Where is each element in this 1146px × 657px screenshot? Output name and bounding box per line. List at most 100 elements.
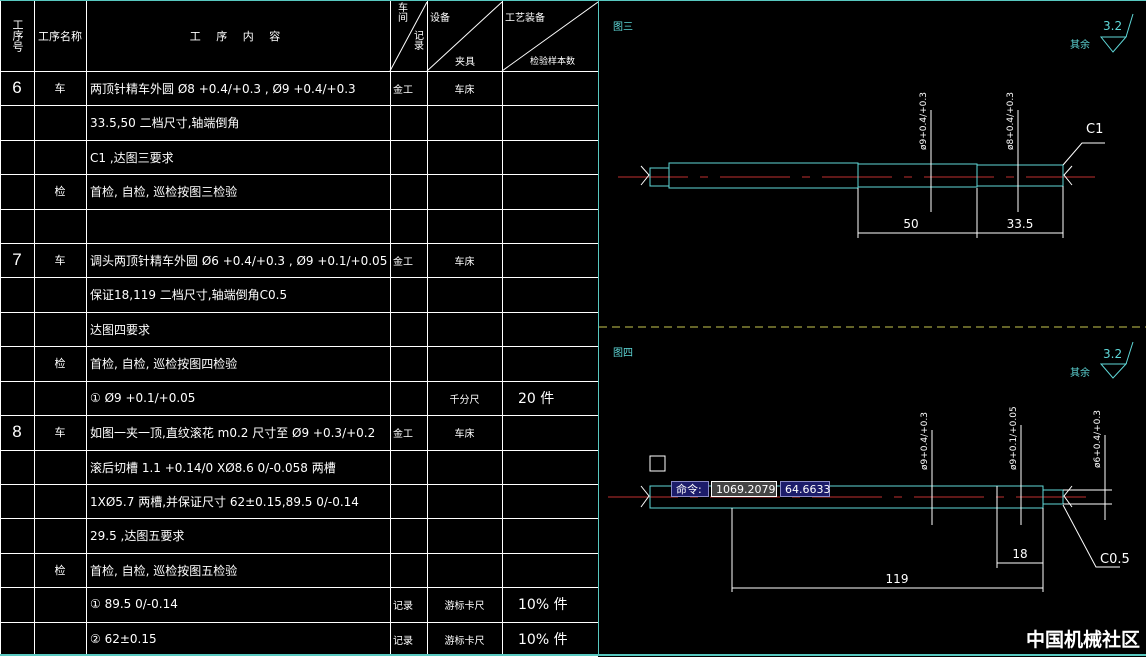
row-process-content[interactable]: 1XØ5.7 两槽,并保证尺寸 62±0.15,89.5 0/-0.14 xyxy=(90,494,359,509)
drawing-2: 图四 其余 3.2 18 119 ø9+0.4/+0.3 ø9+0.1/+0.0… xyxy=(608,341,1134,592)
row-tooling: 10% 件 xyxy=(518,597,568,613)
table-row-line xyxy=(0,518,598,519)
row-process-name: 车 xyxy=(54,82,66,95)
table-column-line xyxy=(34,0,35,656)
row-equipment: 车床 xyxy=(454,84,475,96)
command-x-input[interactable]: 1069.2079 xyxy=(711,481,777,497)
table-row-line xyxy=(0,243,598,244)
center-mark-icon xyxy=(640,165,1073,186)
table-row-line xyxy=(0,484,598,485)
row-workshop: 金工 xyxy=(393,428,413,440)
table-row-line xyxy=(0,622,598,623)
table-column-line xyxy=(0,0,1,656)
row-process-name: 检 xyxy=(54,564,66,577)
dim-33-5: 33.5 xyxy=(1007,217,1034,231)
row-equipment: 游标卡尺 xyxy=(444,600,485,612)
roughness-symbol-icon xyxy=(1099,13,1134,53)
row-process-content[interactable]: 首检, 自检, 巡检按图四检验 xyxy=(90,356,238,371)
table-row-line xyxy=(0,277,598,278)
drawing-1-label: 图三 xyxy=(613,21,633,33)
row-process-content[interactable]: 首检, 自检, 巡检按图五检验 xyxy=(90,563,238,578)
frame-bottom xyxy=(0,654,1146,656)
row-equipment: 游标卡尺 xyxy=(444,635,485,647)
roughness-note: 其余 xyxy=(1070,38,1090,51)
row-tooling: 10% 件 xyxy=(518,632,568,648)
table-row-line xyxy=(0,415,598,416)
row-process-content[interactable]: 29.5 ,达图五要求 xyxy=(90,528,185,543)
row-tooling: 20 件 xyxy=(518,391,555,407)
row-process-content[interactable]: 调头两顶针精车外圆 Ø6 +0.4/+0.3 , Ø9 +0.1/+0.05 ,… xyxy=(90,253,388,268)
row-process-name: 检 xyxy=(54,185,66,198)
row-process-name: 检 xyxy=(54,357,66,370)
dim-dia-9: ø9+0.4/+0.3 xyxy=(919,92,929,150)
dim-dia-8: ø8+0.4/+0.3 xyxy=(1006,92,1016,150)
row-process-content[interactable]: ① 89.5 0/-0.14 xyxy=(90,597,178,611)
watermark: 中国机械社区 xyxy=(1025,629,1140,651)
row-process-content[interactable]: 达图四要求 xyxy=(90,322,151,337)
table-row-line xyxy=(0,587,598,588)
frame-divider xyxy=(598,0,599,656)
dim-50: 50 xyxy=(903,217,918,231)
row-process-no: 7 xyxy=(12,250,22,269)
row-process-content[interactable]: 如图一夹一顶,直纹滚花 m0.2 尺寸至 Ø9 +0.3/+0.2 xyxy=(90,425,376,440)
command-label: 命令: xyxy=(671,481,709,497)
header-workshop: 车间 xyxy=(395,2,407,22)
row-process-no: 6 xyxy=(12,78,22,97)
roughness-value: 3.2 xyxy=(1103,19,1122,33)
row-process-content[interactable]: 首检, 自检, 巡检按图三检验 xyxy=(90,184,238,199)
table-row-line xyxy=(0,346,598,347)
row-process-content[interactable]: 33.5,50 二档尺寸,轴端倒角 xyxy=(90,115,240,130)
dim-dia-9b: ø9+0.1/+0.05 xyxy=(1009,406,1019,470)
row-process-content[interactable]: ② 62±0.15 xyxy=(90,632,157,646)
table-row-line xyxy=(0,553,598,554)
row-process-name: 车 xyxy=(54,254,66,267)
table-row-line xyxy=(0,105,598,106)
row-equipment: 千分尺 xyxy=(449,394,480,406)
row-workshop: 金工 xyxy=(393,256,413,268)
chamfer-c1: C1 xyxy=(1086,122,1103,137)
row-workshop: 记录 xyxy=(393,635,413,647)
roughness-note: 其余 xyxy=(1070,366,1090,379)
table-row-line xyxy=(0,450,598,451)
selection-box xyxy=(649,455,666,472)
row-workshop: 记录 xyxy=(393,600,413,612)
dim-dia-6: ø6+0.4/+0.3 xyxy=(1093,410,1103,468)
header-tooling: 工艺装备 xyxy=(505,12,545,24)
table-row-line xyxy=(0,209,598,210)
header-fixture: 夹具 xyxy=(455,56,475,68)
header-process-name: 工序名称 xyxy=(38,29,82,43)
drawing-2-label: 图四 xyxy=(613,347,633,359)
table-row-line xyxy=(0,312,598,313)
roughness-symbol-icon xyxy=(1099,341,1134,379)
table-header-line xyxy=(0,71,598,72)
command-y-input[interactable]: 64.6633 xyxy=(780,481,831,497)
header-equipment: 设备 xyxy=(430,12,450,24)
row-workshop: 金工 xyxy=(393,84,413,96)
center-mark-icon xyxy=(640,485,1073,508)
header-process-no: 工序号 xyxy=(11,19,24,52)
row-process-no: 8 xyxy=(12,422,22,441)
table-column-line xyxy=(86,0,87,656)
row-process-content[interactable]: 滚后切槽 1.1 +0.14/0 XØ8.6 0/-0.058 两槽 xyxy=(90,460,336,475)
table-column-line xyxy=(427,0,428,656)
table-row-line xyxy=(0,174,598,175)
header-inspect-count: 检验样本数 xyxy=(530,56,576,67)
row-equipment: 车床 xyxy=(454,256,475,268)
row-equipment: 车床 xyxy=(454,428,475,440)
table-row-line xyxy=(0,140,598,141)
dim-119: 119 xyxy=(886,572,909,586)
dim-18: 18 xyxy=(1012,547,1027,561)
header-diagonals xyxy=(389,1,598,71)
row-process-content[interactable]: 两顶针精车外圆 Ø8 +0.4/+0.3 , Ø9 +0.4/+0.3 xyxy=(90,81,356,96)
row-process-name: 车 xyxy=(54,426,66,439)
row-process-content[interactable]: 保证18,119 二档尺寸,轴端倒角C0.5 xyxy=(90,287,288,302)
table-row-line xyxy=(0,381,598,382)
roughness-value: 3.2 xyxy=(1103,347,1122,361)
frame-top xyxy=(0,0,1146,1)
row-process-content[interactable]: C1 ,达图三要求 xyxy=(90,150,174,165)
row-process-content[interactable]: ① Ø9 +0.1/+0.05 xyxy=(90,391,196,405)
table-column-line xyxy=(502,0,503,656)
dim-dia-9a: ø9+0.4/+0.3 xyxy=(920,412,930,470)
